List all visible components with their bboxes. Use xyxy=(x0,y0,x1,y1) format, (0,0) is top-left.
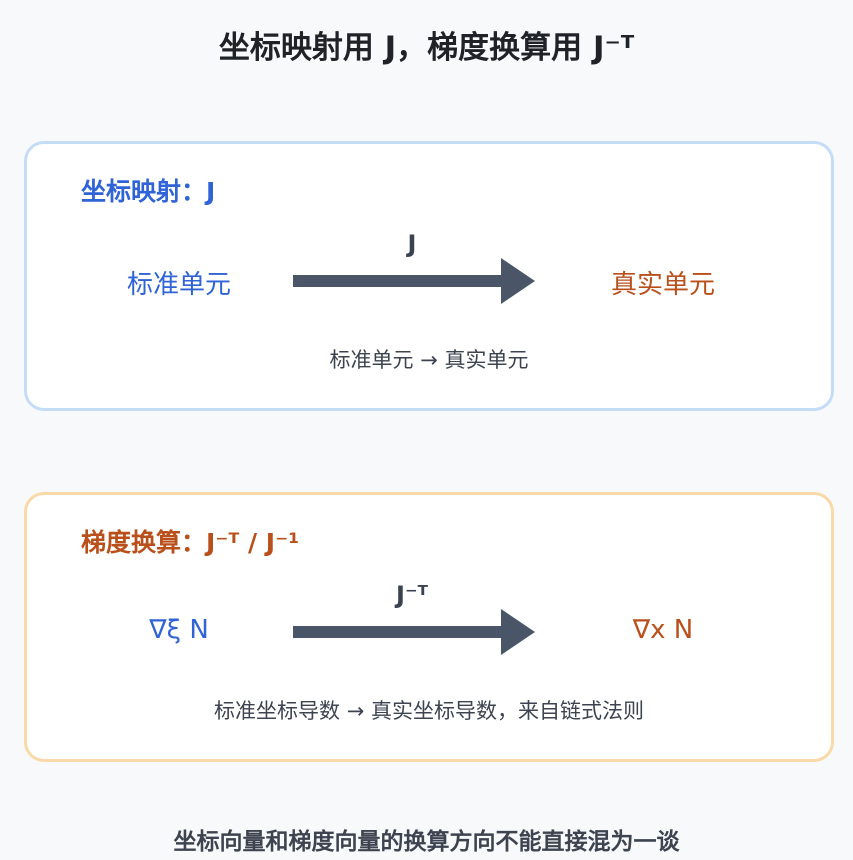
reference-gradient-node: ∇ξ N xyxy=(149,615,209,645)
coordinate-mapping-panel: 坐标映射：J J 标准单元 真实单元 标准单元 → 真实单元 xyxy=(24,141,834,411)
panel-heading: 梯度换算：J⁻ᵀ / J⁻¹ xyxy=(81,528,300,557)
page-title: 坐标映射用 J，梯度换算用 J⁻ᵀ xyxy=(218,30,635,66)
footer-note: 坐标向量和梯度向量的换算方向不能直接混为一谈 xyxy=(173,829,680,855)
reference-element-node: 标准单元 xyxy=(126,270,231,300)
arrow-label: J xyxy=(407,230,417,258)
right-arrow-icon xyxy=(293,258,535,304)
physical-element-node: 真实单元 xyxy=(610,270,715,300)
panel-heading: 坐标映射：J xyxy=(81,177,216,206)
right-arrow-icon xyxy=(293,609,535,655)
physical-gradient-node: ∇x N xyxy=(632,615,694,645)
gradient-transform-panel: 梯度换算：J⁻ᵀ / J⁻¹ J⁻ᵀ ∇ξ N ∇x N 标准坐标导数 → 真实… xyxy=(24,492,834,762)
panel-caption: 标准单元 → 真实单元 xyxy=(329,348,529,372)
arrow-label: J⁻ᵀ xyxy=(396,581,428,609)
panel-caption: 标准坐标导数 → 真实坐标导数，来自链式法则 xyxy=(214,699,644,723)
